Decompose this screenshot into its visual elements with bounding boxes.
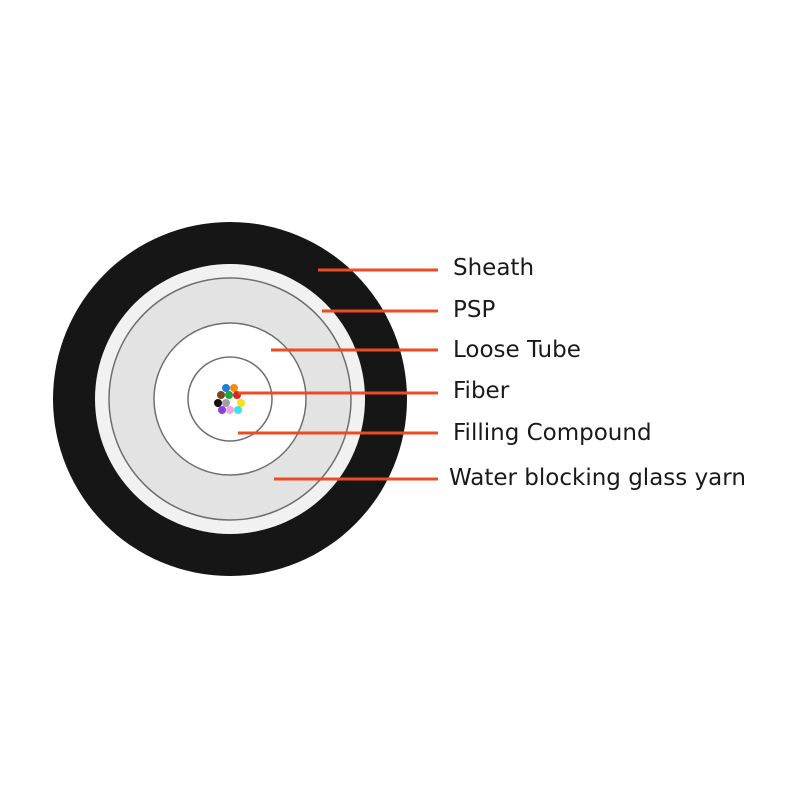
black-fiber	[214, 399, 222, 407]
gray-fiber	[222, 399, 230, 407]
label-psp: PSP	[453, 297, 496, 323]
yellow-fiber	[237, 399, 245, 407]
violet-fiber	[218, 406, 226, 414]
aqua-fiber	[234, 406, 242, 414]
label-water-blocking-glass-yarn: Water blocking glass yarn	[449, 465, 746, 491]
label-loose-tube: Loose Tube	[453, 337, 581, 363]
label-fiber: Fiber	[453, 378, 510, 404]
green-fiber	[225, 391, 233, 399]
brown-fiber	[217, 391, 225, 399]
pink-fiber	[226, 406, 234, 414]
filling-compound-ring	[187, 356, 273, 442]
fiber-bundle	[214, 384, 245, 414]
blue-fiber	[222, 384, 230, 392]
orange-fiber	[230, 384, 238, 392]
label-filling-compound: Filling Compound	[453, 420, 652, 446]
label-sheath: Sheath	[453, 255, 535, 281]
